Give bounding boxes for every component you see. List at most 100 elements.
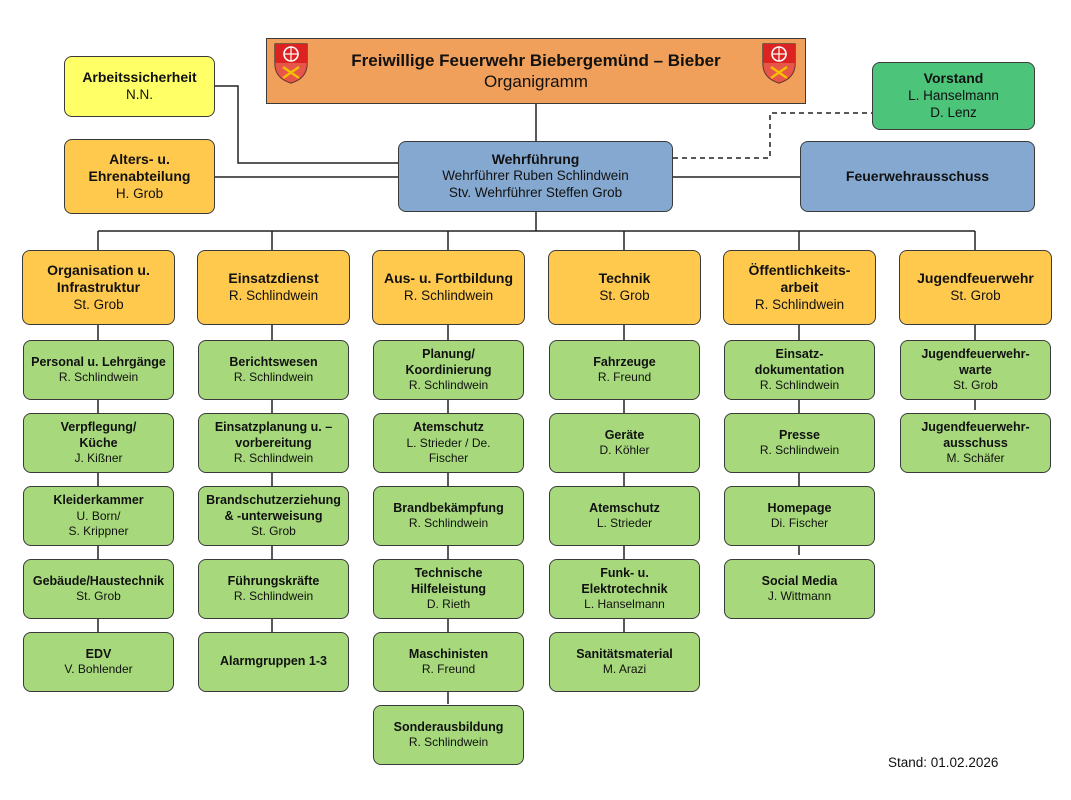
sub-unit-lead: R. Freund <box>597 370 652 385</box>
vorstand-line1: L. Hanselmann <box>908 87 999 103</box>
sub-unit-box: Alarmgruppen 1-3 <box>198 632 349 692</box>
sub-unit-lead: J. Kißner <box>74 451 123 466</box>
sub-unit-title: Berichtswesen <box>229 354 318 369</box>
sub-unit-title: Funk- u. <box>600 565 649 580</box>
sub-unit-title: Maschinisten <box>408 646 489 661</box>
sub-unit-title: Brandbekämpfung <box>393 500 504 515</box>
feuerwehrausschuss-box: Feuerwehrausschuss <box>800 141 1035 212</box>
department-title: Technik <box>598 270 651 287</box>
sub-unit-title: Kleiderkammer <box>53 493 144 508</box>
sub-unit-lead: M. Schäfer <box>946 451 1005 466</box>
vorstand-line2: D. Lenz <box>930 104 977 120</box>
department-lead: St. Grob <box>599 287 650 303</box>
sub-unit-lead: U. Born/ <box>76 508 121 523</box>
sub-unit-title: Sonderausbildung <box>393 719 504 734</box>
stand-date: Stand: 01.02.2026 <box>888 755 999 770</box>
sub-unit-lead: D. Rieth <box>426 597 471 612</box>
vorstand-title: Vorstand <box>923 70 984 87</box>
department-lead: St. Grob <box>73 296 124 312</box>
sub-unit-lead: Fischer <box>428 450 469 465</box>
department-title: Organisation u. <box>47 261 150 278</box>
sub-unit-title: Einsatz- <box>775 346 824 361</box>
sub-unit-title: Brandschutzerziehung <box>206 492 341 507</box>
sub-unit-title: EDV <box>85 646 112 661</box>
sub-unit-lead: D. Köhler <box>599 443 650 458</box>
sub-unit-title: Technische <box>414 565 483 580</box>
sub-unit-lead: St. Grob <box>251 524 296 539</box>
sub-unit-title: Planung/ <box>422 346 475 361</box>
sub-unit-lead: M. Arazi <box>602 662 647 677</box>
wehrfuehrung-box: Wehrführung Wehrführer Ruben Schlindwein… <box>398 141 673 212</box>
department-lead: R. Schlindwein <box>403 287 494 303</box>
sub-unit-title: Social Media <box>761 573 838 588</box>
department-title: Öffentlichkeits- <box>748 261 851 278</box>
sub-unit-lead: R. Schlindwein <box>759 443 840 458</box>
title-line2: Organigramm <box>484 72 588 91</box>
altersabteilung-title1: Alters- u. <box>109 150 170 167</box>
department-title: Aus- u. Fortbildung <box>383 270 514 287</box>
arbeitssicherheit-box: Arbeitssicherheit N.N. <box>64 56 215 117</box>
sub-unit-title: Verpflegung/ <box>60 419 137 434</box>
sub-unit-lead: R. Schlindwein <box>58 370 139 385</box>
wehrfuehrung-title: Wehrführung <box>491 150 580 167</box>
altersabteilung-box: Alters- u. Ehrenabteilung H. Grob <box>64 139 215 214</box>
sub-unit-lead: R. Schlindwein <box>759 378 840 393</box>
sub-unit-title: Alarmgruppen 1-3 <box>220 654 327 669</box>
sub-unit-lead: Di. Fischer <box>770 516 829 531</box>
department-title: arbeit <box>780 279 819 296</box>
sub-unit-title: Hilfeleistung <box>410 581 486 596</box>
sub-unit-title: Koordinierung <box>405 362 492 377</box>
sub-unit-lead: V. Bohlender <box>64 662 133 677</box>
department-lead: R. Schlindwein <box>754 296 845 312</box>
sub-unit-title: Küche <box>79 435 118 450</box>
sub-unit-title: Sanitätsmaterial <box>576 646 673 661</box>
feuerwehrausschuss-title: Feuerwehrausschuss <box>845 167 990 184</box>
department-lead: R. Schlindwein <box>228 287 319 303</box>
sub-unit-lead: St. Grob <box>76 589 121 604</box>
sub-unit-title: Personal u. Lehrgänge <box>31 354 166 369</box>
sub-unit-lead: R. Freund <box>421 662 476 677</box>
sub-unit-title: warte <box>959 362 992 377</box>
altersabteilung-title2: Ehrenabteilung <box>88 168 191 185</box>
sub-unit-lead: R. Schlindwein <box>408 516 489 531</box>
arbeitssicherheit-name: N.N. <box>126 86 153 102</box>
sub-unit-title: Atemschutz <box>589 500 660 515</box>
vorstand-box: Vorstand L. Hanselmann D. Lenz <box>872 62 1035 130</box>
sub-unit-lead: S. Krippner <box>68 523 129 538</box>
sub-unit-lead: R. Schlindwein <box>233 451 314 466</box>
sub-unit-title: vorbereitung <box>235 435 312 450</box>
department-title: Infrastruktur <box>56 279 141 296</box>
department-title: Jugendfeuerwehr <box>917 270 1034 287</box>
sub-unit-lead: R. Schlindwein <box>408 735 489 750</box>
sub-unit-lead: R. Schlindwein <box>233 589 314 604</box>
sub-unit-lead: L. Hanselmann <box>584 597 665 612</box>
sub-unit-title: & -unterweisung <box>224 508 323 523</box>
sub-unit-title: Elektrotechnik <box>581 581 668 596</box>
sub-unit-title: Führungskräfte <box>227 573 320 588</box>
sub-unit-lead: L. Strieder / De. <box>406 435 491 450</box>
sub-unit-lead: R. Schlindwein <box>233 370 314 385</box>
